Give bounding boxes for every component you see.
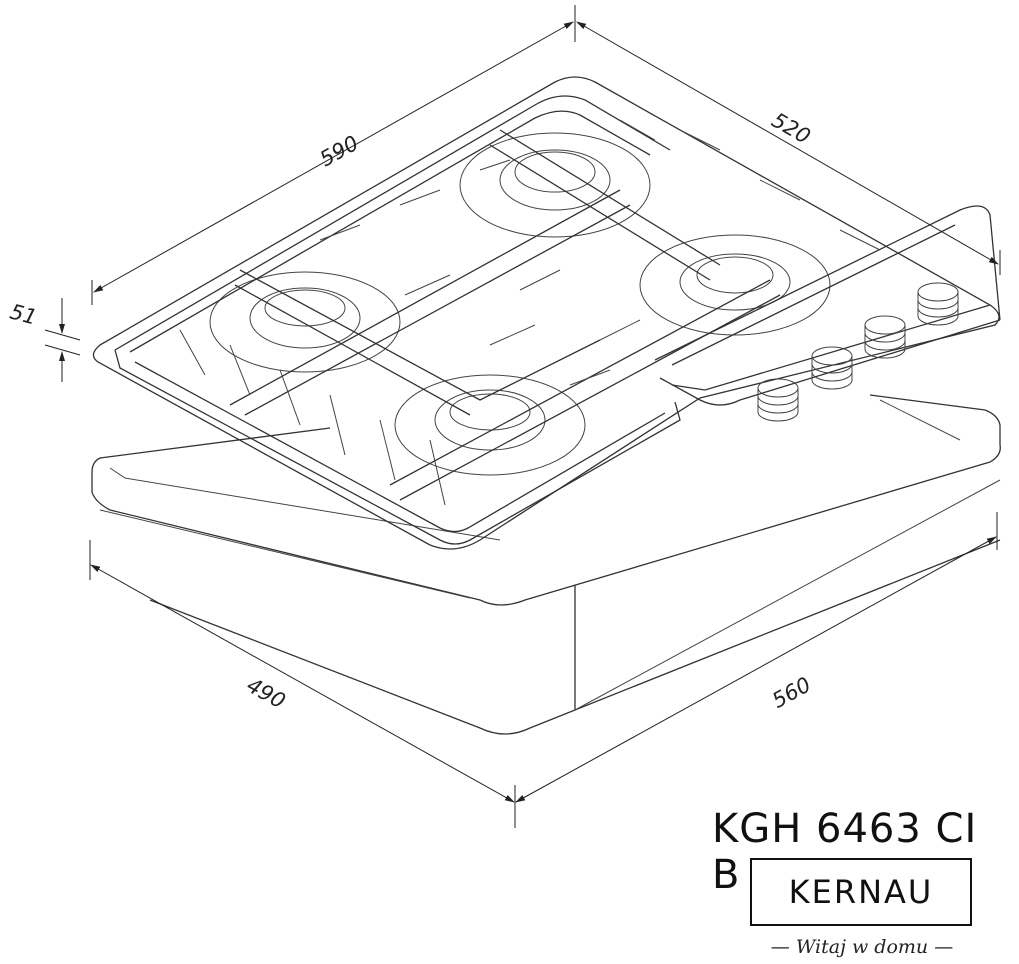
dimension-520-label: 520 (768, 108, 815, 149)
hob-body (91, 394, 1001, 735)
brand-logo: KERNAU (750, 858, 972, 926)
dimension-590-label: 590 (316, 131, 363, 171)
dimension-560: 560 (515, 512, 998, 803)
knob-3 (864, 315, 906, 359)
dimension-51-label: 51 (7, 300, 39, 330)
brand-name: KERNAU (788, 873, 934, 911)
knob-4 (917, 282, 959, 326)
knob-1 (757, 378, 799, 422)
knob-2 (811, 346, 853, 390)
burner-front (394, 374, 586, 476)
dimension-490: 490 (89, 540, 516, 828)
dimension-490-label: 490 (243, 673, 290, 713)
model-number: KGH 6463 CI B (712, 806, 978, 898)
control-knobs (757, 282, 959, 422)
dimension-51: 51 (7, 298, 81, 382)
dimension-560-label: 560 (768, 672, 815, 712)
pan-supports (114, 95, 1001, 545)
hob-top-plate (92, 76, 1000, 550)
brand-slogan: — Witaj w domu — (770, 936, 954, 958)
dimension-590: 590 (91, 5, 576, 305)
